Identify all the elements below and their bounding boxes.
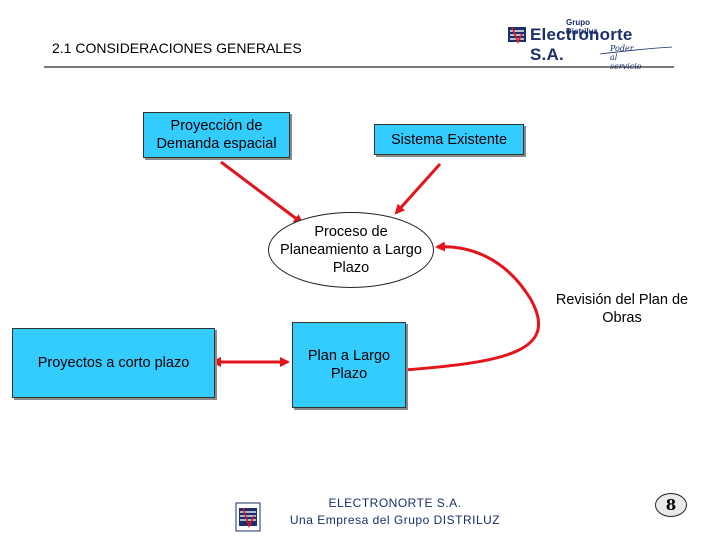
arrow-sistema-to-proceso [394,162,442,215]
footer-tagline: Una Empresa del Grupo DISTRILUZ [289,513,501,527]
ellipse-proceso-label: Proceso de Planeamiento a Largo Plazo [280,224,422,276]
box-plan-largo-plazo: Plan a Largo Plazo [292,322,406,408]
box-corto-label: Proyectos a corto plazo [37,355,190,371]
box-sistema-label: Sistema Existente [390,131,508,148]
logo-company-text: Electronorte S.A. [530,25,633,64]
box-proyeccion-demanda: Proyección de Demanda espacial [143,112,290,158]
page-number-badge: 8 [655,493,687,517]
logo-group-text: Grupo Distriluz [566,18,598,36]
box-proyectos-corto-plazo: Proyectos a corto plazo [12,328,215,398]
page-title: 2.1 CONSIDERACIONES GENERALES [52,40,302,56]
label-revision-plan: Revisión del Plan de Obras [555,292,689,326]
footer-company: ELECTRONORTE S.A. [328,496,462,510]
box-largo-label: Plan a Largo Plazo [307,348,391,382]
logo-slogan-text: Poder al servicio [610,44,642,71]
title-divider [44,66,674,68]
arrow-revision-loop [403,241,541,372]
box-sistema-existente: Sistema Existente [374,124,524,155]
ellipse-proceso-planeamiento: Proceso de Planeamiento a Largo Plazo [268,212,434,288]
box-proyeccion-label: Proyección de Demanda espacial [156,118,277,152]
page-number: 8 [665,496,677,514]
arrow-proyeccion-to-proceso [220,160,304,225]
